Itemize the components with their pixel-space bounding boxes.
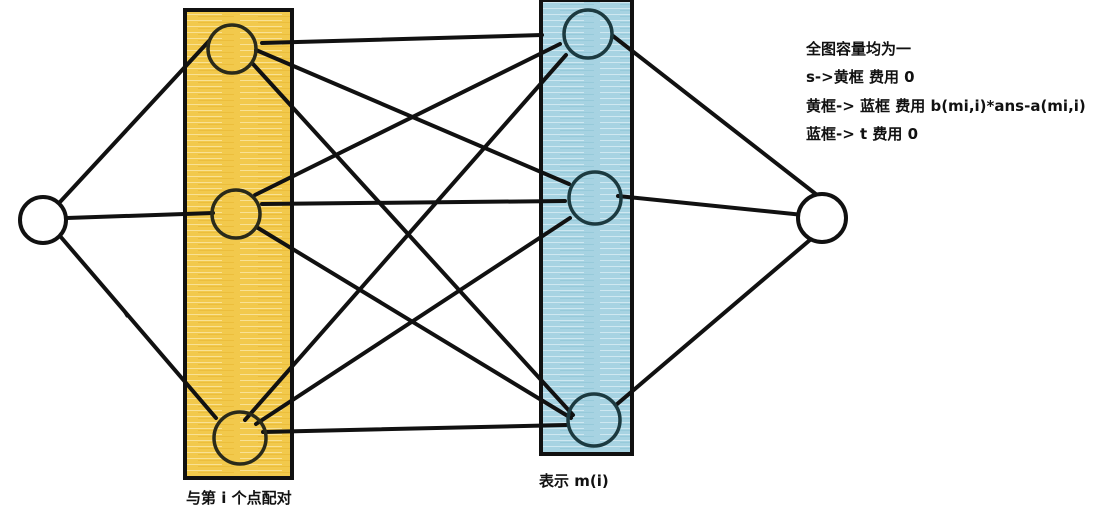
edge-r3-t [614,226,826,407]
edge-l3-r3 [261,423,568,434]
edge-s-l3 [58,234,218,420]
annotation-yellow-to-blue: 黄框-> 蓝框 费用 b(mi,i)*ans-a(mi,i) [806,97,1086,115]
sink-node [796,192,848,244]
yellow-box [183,8,294,480]
right-node-1 [562,8,614,60]
edge-s-l2 [65,211,215,220]
edge-l3-r2 [254,216,572,426]
edge-r1-t [611,34,828,204]
edge-tick [122,309,129,318]
yellow-box-caption: 与第 i 个点配对 [186,489,292,507]
edge-r2-t [616,194,825,219]
right-node-3 [566,392,622,448]
left-node-2 [210,188,262,240]
edge-l2-r1 [253,42,562,197]
annotation-s-to-yellow: s->黄框 费用 0 [806,68,915,86]
right-node-2 [567,170,623,226]
edge-s-l1 [58,39,211,204]
annotation-blue-to-t: 蓝框-> t 费用 0 [806,125,919,143]
edge-l2-r3 [256,226,573,420]
left-node-3 [212,410,268,466]
edge-l1-r3 [251,62,575,417]
edge-l2-r2 [260,199,567,206]
edge-l1-r1 [260,33,544,45]
edge-l3-r1 [243,53,568,422]
annotation-capacity: 全图容量均为一 [806,40,912,58]
source-node [18,195,68,245]
blue-box-caption: 表示 m(i) [539,472,609,490]
left-node-1 [206,23,258,75]
